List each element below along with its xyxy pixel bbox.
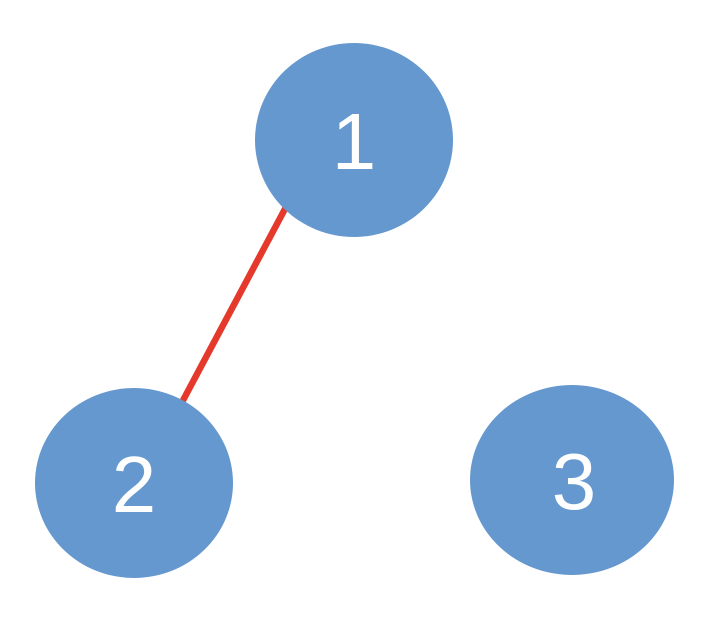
node-2-circle[interactable] [35,388,233,578]
node-3-circle[interactable] [470,385,674,575]
node-1-circle[interactable] [255,43,453,237]
edge-node1-node2[interactable] [177,205,289,408]
